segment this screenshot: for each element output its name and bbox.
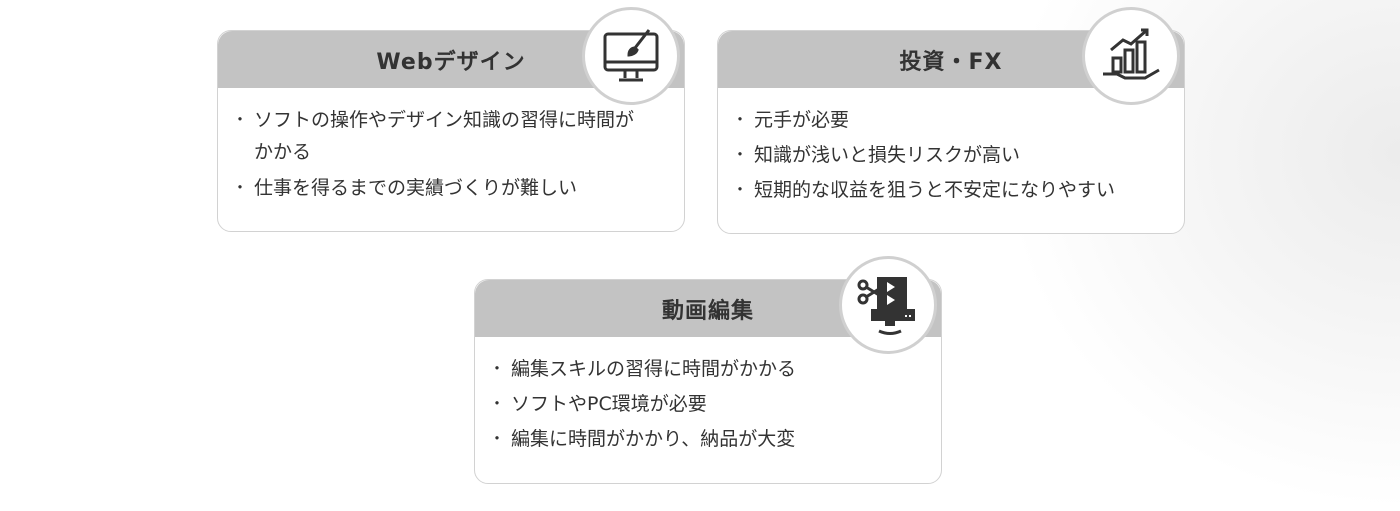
card-web-design: Webデザイン ソフトの操作やデザイン知識の習得に時間がかかる 仕事を得るまでの… (217, 7, 685, 232)
list-item: 編集スキルの習得に時間がかかる (489, 353, 941, 385)
monitor-paintbrush-icon (582, 7, 680, 105)
list-item: 元手が必要 (732, 104, 1184, 136)
list-item: 仕事を得るまでの実績づくりが難しい (232, 172, 638, 204)
list-item: 編集に時間がかかり、納品が大変 (489, 423, 941, 455)
card-video-editing: 動画編集 編集スキルの習得に時間がかかる ソフトやPC環境が必要 編集に時間がか… (474, 256, 942, 484)
card-investment-fx: 投資・FX 元手が必要 知識が浅いと損失リスクが高い 短期的な収益を狙うと不安定… (717, 7, 1185, 234)
list-item: 短期的な収益を狙うと不安定になりやすい (732, 174, 1184, 206)
list-item: 知識が浅いと損失リスクが高い (732, 139, 1184, 171)
video-editing-monitor-icon (839, 256, 937, 354)
growth-chart-hand-icon (1082, 7, 1180, 105)
list-item: ソフトの操作やデザイン知識の習得に時間がかかる (232, 104, 638, 168)
list-item: ソフトやPC環境が必要 (489, 388, 941, 420)
